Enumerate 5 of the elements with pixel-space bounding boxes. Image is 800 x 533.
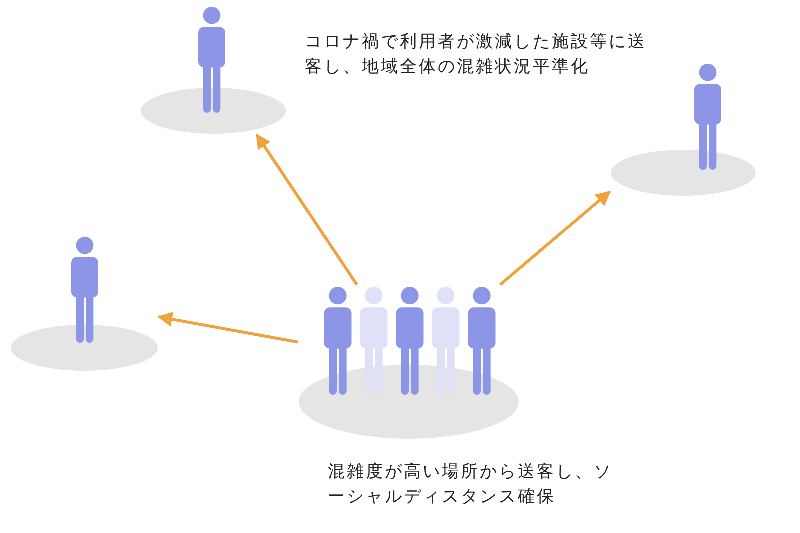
arrow	[158, 312, 298, 344]
arrow	[256, 134, 358, 286]
note-text: 混雑度が高い場所から送客し、ソーシャルディスタンス確保	[328, 461, 614, 509]
note-text: コロナ禍で利用者が激減した施設等に送客し、地域全体の混雑状況平準化	[305, 31, 648, 79]
arrow	[499, 190, 612, 286]
